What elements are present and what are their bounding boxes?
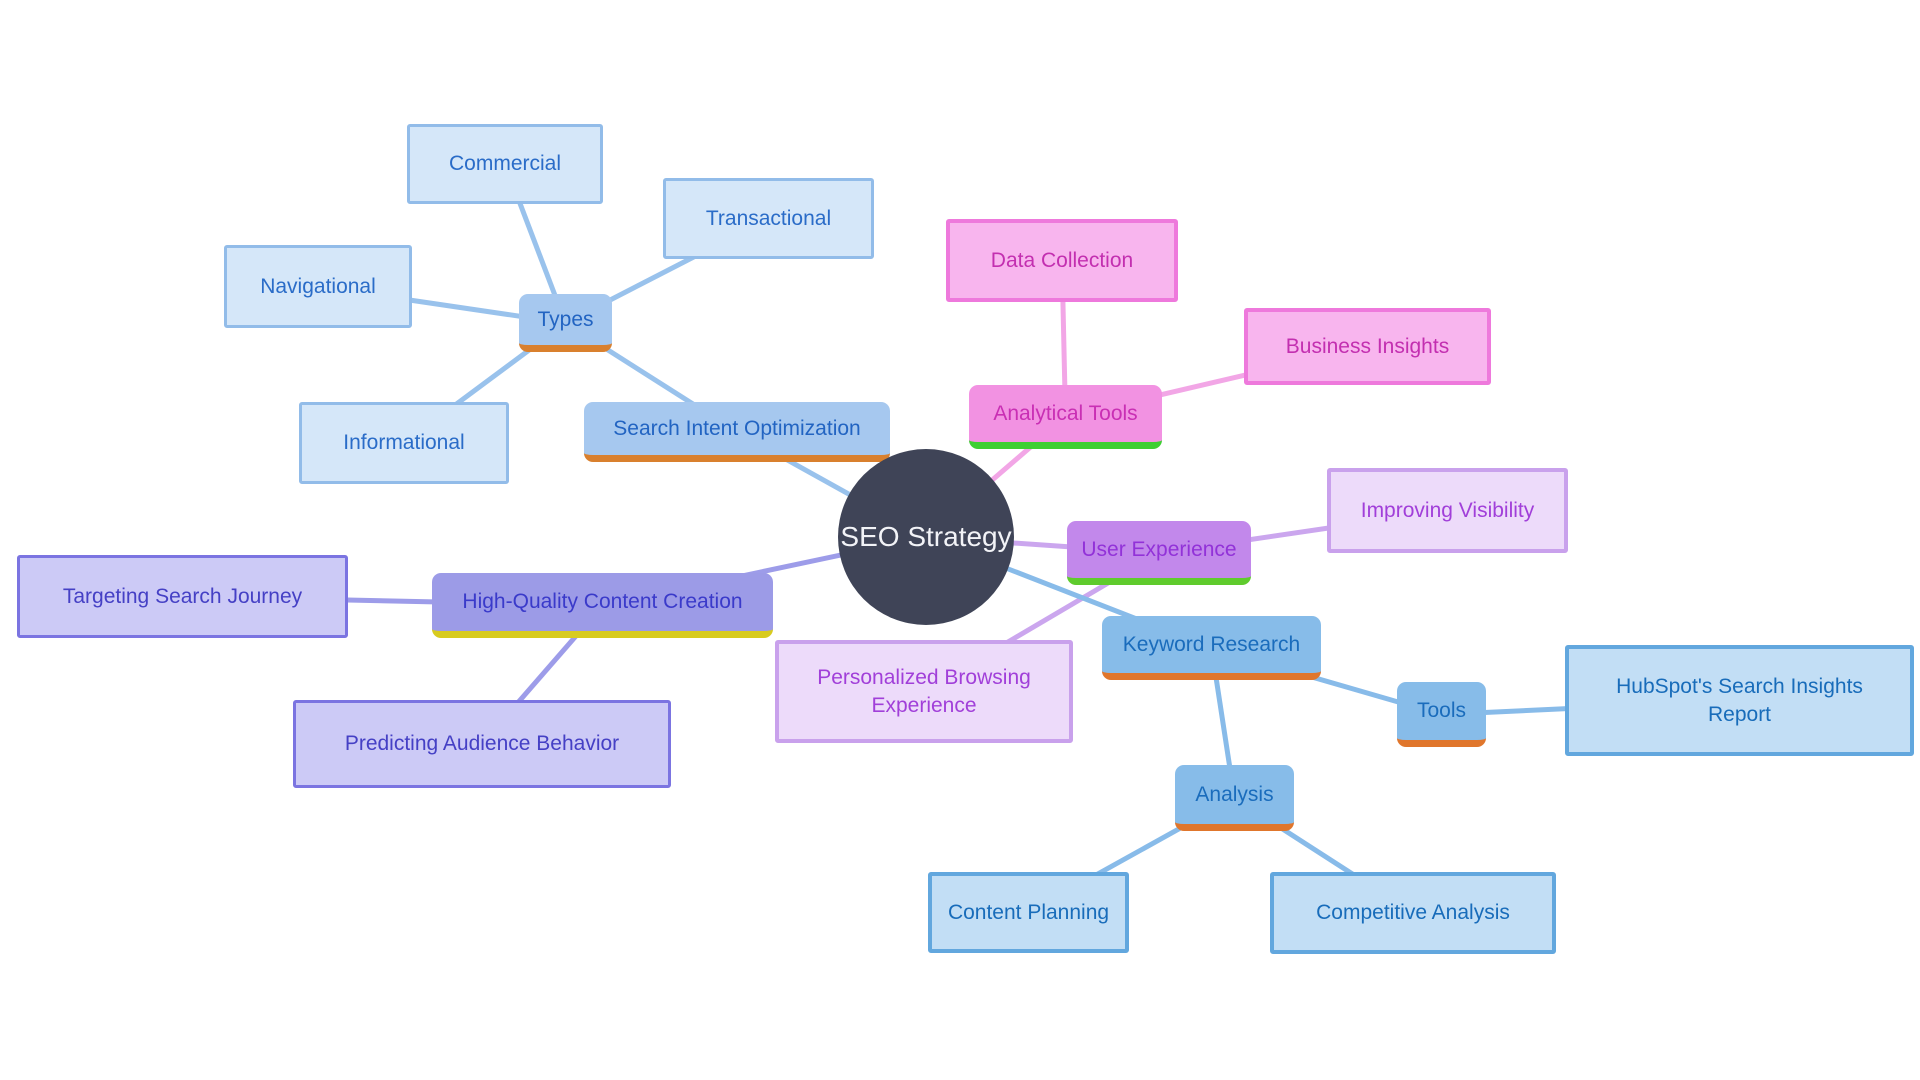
node-label: Personalized Browsing Experience <box>817 666 1031 717</box>
node-label: Transactional <box>705 206 832 230</box>
central-node-seo-strategy[interactable]: SEO Strategy <box>838 449 1014 625</box>
node-types[interactable]: Types <box>519 294 612 352</box>
node-keyword-research[interactable]: Keyword Research <box>1102 616 1321 680</box>
node-personalized-browsing-experience[interactable]: Personalized Browsing Experience <box>775 640 1073 743</box>
node-analysis[interactable]: Analysis <box>1175 765 1294 831</box>
node-targeting-search-journey[interactable]: Targeting Search Journey <box>17 555 348 638</box>
node-user-experience[interactable]: User Experience <box>1067 521 1251 585</box>
node-label: HubSpot's Search Insights Report <box>1616 675 1863 726</box>
node-informational[interactable]: Informational <box>299 402 509 484</box>
node-analytical-tools[interactable]: Analytical Tools <box>969 385 1162 449</box>
node-search-intent-optimization[interactable]: Search Intent Optimization <box>584 402 890 462</box>
node-hubspot-search-insights-report[interactable]: HubSpot's Search Insights Report <box>1565 645 1914 756</box>
node-label: Types <box>537 307 594 331</box>
node-label: Commercial <box>448 152 561 176</box>
node-navigational[interactable]: Navigational <box>224 245 412 328</box>
node-label: Data Collection <box>990 248 1134 272</box>
node-label: Navigational <box>260 274 376 298</box>
node-business-insights[interactable]: Business Insights <box>1244 308 1491 385</box>
node-label: Competitive Analysis <box>1316 901 1510 925</box>
node-label: Improving Visibility <box>1360 498 1535 522</box>
node-label: Analysis <box>1195 782 1274 806</box>
node-content-planning[interactable]: Content Planning <box>928 872 1129 953</box>
node-label: Analytical Tools <box>993 401 1138 425</box>
node-label: Keyword Research <box>1122 632 1301 656</box>
node-improving-visibility[interactable]: Improving Visibility <box>1327 468 1568 553</box>
node-data-collection[interactable]: Data Collection <box>946 219 1178 302</box>
node-label: Informational <box>343 431 465 455</box>
node-label: Targeting Search Journey <box>62 584 303 608</box>
node-label: SEO Strategy <box>840 520 1012 552</box>
node-competitive-analysis[interactable]: Competitive Analysis <box>1270 872 1556 954</box>
node-label: Search Intent Optimization <box>613 416 861 440</box>
node-label: User Experience <box>1081 537 1237 561</box>
node-transactional[interactable]: Transactional <box>663 178 874 259</box>
node-tools[interactable]: Tools <box>1397 682 1486 747</box>
node-label: Predicting Audience Behavior <box>344 732 620 756</box>
node-label: Content Planning <box>947 900 1110 924</box>
node-commercial[interactable]: Commercial <box>407 124 603 204</box>
node-label: Tools <box>1416 699 1467 723</box>
node-high-quality-content-creation[interactable]: High-Quality Content Creation <box>432 573 773 638</box>
node-predicting-audience-behavior[interactable]: Predicting Audience Behavior <box>293 700 671 788</box>
node-label: High-Quality Content Creation <box>462 590 743 614</box>
node-label: Business Insights <box>1285 334 1450 358</box>
